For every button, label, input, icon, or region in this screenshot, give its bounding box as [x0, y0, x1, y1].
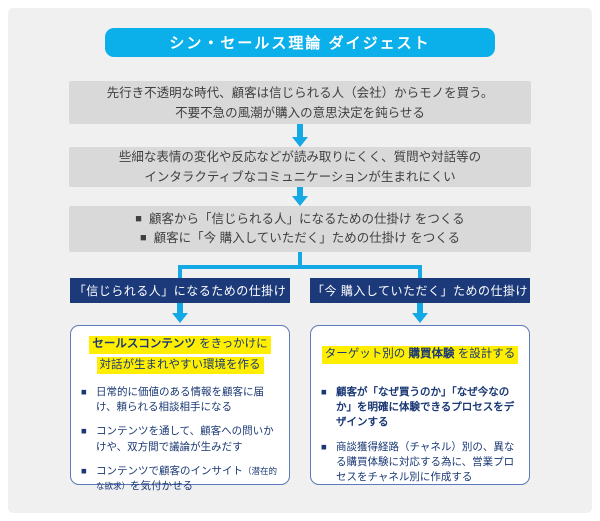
premise-box-1-line1: 先行き不透明な時代、顧客は信じられる人（会社）からモノを買う。 [106, 85, 494, 100]
headline-post: を設計する [454, 348, 516, 361]
branch-header-buy-now: 「今 購入していただく」ための仕掛け [310, 278, 530, 303]
arrow-down-icon [417, 303, 423, 314]
square-bullet-icon: ■ [140, 232, 147, 244]
premise-box-2-line1: 些細な表情の変化や反応などが読み取りにくく、質問や対話等の [118, 150, 482, 164]
list-item-text: コンテンツを通して、顧客への問いかけや、双方間で議論が生みだす [96, 425, 274, 453]
list-item-text: コンテンツで顧客のインサイト（潜在的な欲求）を気付かせる [96, 464, 279, 494]
detail-headline: ターゲット別の 購買体験 を設計する [321, 334, 519, 376]
square-bullet-icon: ■ [321, 387, 327, 398]
list-item: ■ コンテンツを通して、顧客への問いかけや、双方間で議論が生みだす [81, 424, 279, 454]
arrow-down-icon [172, 313, 188, 323]
premise-box-1-line2: 不要不急の風潮が購入の意思決定を鈍らせる [175, 105, 425, 120]
arrow-down-icon [297, 187, 303, 197]
arrow-down-icon [297, 124, 303, 138]
list-item-text: 商談獲得経路（チャネル）別の、異なる購買体験に対応する為に、営業プロセスをチャネ… [336, 440, 515, 484]
list-item: ■ 顧客が「なぜ買うのか」「なぜ今なのか」を明確に体験できるプロセスをデザインす… [321, 385, 519, 431]
branch-header-label: 「今 購入していただく」ための仕掛け [312, 284, 528, 298]
list-item-text-main: コンテンツで顧客のインサイト [96, 464, 243, 477]
list-item-note: （潜在的な欲求） [96, 465, 278, 492]
branch-header-label: 「信じられる人」になるための仕掛け [73, 284, 287, 298]
list-item-text-tail: を気付かせる [130, 480, 194, 493]
square-bullet-icon: ■ [135, 213, 142, 226]
detail-box-buy-now: ターゲット別の 購買体験 を設計する ■ 顧客が「なぜ買うのか」「なぜ今なのか」… [310, 325, 530, 485]
premise-box-1: 先行き不透明な時代、顧客は信じられる人（会社）からモノを買う。 不要不急の風潮が… [69, 81, 531, 124]
highlighted-headline-line1: ターゲット別の 購買体験 を設計する [321, 346, 519, 364]
arrow-down-icon [292, 196, 308, 206]
diagram-title: シン・セールス理論 ダイジェスト [105, 28, 495, 57]
mechanism-summary-item: ■ 顧客に「今 購入していただく」ための仕掛け をつくる [140, 229, 460, 248]
square-bullet-icon: ■ [81, 387, 87, 398]
diagram-title-label: シン・セールス理論 ダイジェスト [169, 35, 431, 52]
mechanism-summary-item-text: 顧客に「今 購入していただく」ための仕掛け をつくる [153, 231, 460, 245]
highlighted-headline-line2: 対話が生まれやすい環境を作る [96, 356, 264, 375]
list-item: ■ 商談獲得経路（チャネル）別の、異なる購買体験に対応する為に、営業プロセスをチ… [321, 440, 519, 486]
premise-box-2-line2: インタラクティブなコミュニケーションが生まれにくい [144, 170, 456, 184]
premise-box-2: 些細な表情の変化や反応などが読み取りにくく、質問や対話等の インタラクティブなコ… [69, 147, 531, 187]
branch-connector-left-drop [178, 265, 182, 278]
list-item-text: 顧客が「なぜ買うのか」「なぜ今なのか」を明確に体験できるプロセスをデザインする [336, 386, 515, 429]
arrow-down-icon [177, 303, 183, 314]
mechanism-summary-item-text: 顧客から「信じられる人」になるための仕掛け をつくる [148, 212, 465, 227]
arrow-down-icon [292, 137, 308, 147]
detail-headline: セールスコンテンツ をきっかけに 対話が生まれやすい環境を作る [81, 334, 279, 376]
square-bullet-icon: ■ [81, 426, 87, 438]
square-bullet-icon: ■ [321, 441, 327, 453]
highlighted-headline-line1: セールスコンテンツ をきっかけに [89, 335, 271, 354]
list-item: ■ コンテンツで顧客のインサイト（潜在的な欲求）を気付かせる [81, 464, 279, 494]
square-bullet-icon: ■ [81, 465, 87, 477]
branch-connector-stem [298, 252, 302, 267]
headline-keyword: セールスコンテンツ [92, 337, 196, 350]
detail-bullet-list: ■ 顧客が「なぜ買うのか」「なぜ今なのか」を明確に体験できるプロセスをデザインす… [321, 385, 519, 485]
branch-connector-right-drop [418, 265, 422, 278]
mechanism-summary-item: ■ 顧客から「信じられる人」になるための仕掛け をつくる [135, 210, 464, 229]
mechanism-summary-box: ■ 顧客から「信じられる人」になるための仕掛け をつくる ■ 顧客に「今 購入し… [69, 206, 531, 252]
headline-keyword: 購買体験 [408, 348, 455, 361]
detail-box-trusted-person: セールスコンテンツ をきっかけに 対話が生まれやすい環境を作る ■ 日常的に価値… [70, 325, 290, 492]
arrow-down-icon [412, 313, 428, 323]
list-item-text: 日常的に価値のある情報を顧客に届け、頼られる相談相手になる [96, 386, 264, 414]
headline-rest: をきっかけに [195, 337, 268, 350]
list-item: ■ 日常的に価値のある情報を顧客に届け、頼られる相談相手になる [81, 385, 279, 415]
headline-pre: ターゲット別の [324, 348, 409, 361]
branch-header-trusted-person: 「信じられる人」になるための仕掛け [70, 278, 290, 303]
detail-bullet-list: ■ 日常的に価値のある情報を顧客に届け、頼られる相談相手になる ■ コンテンツを… [81, 385, 279, 494]
branch-connector-bar [178, 265, 422, 269]
